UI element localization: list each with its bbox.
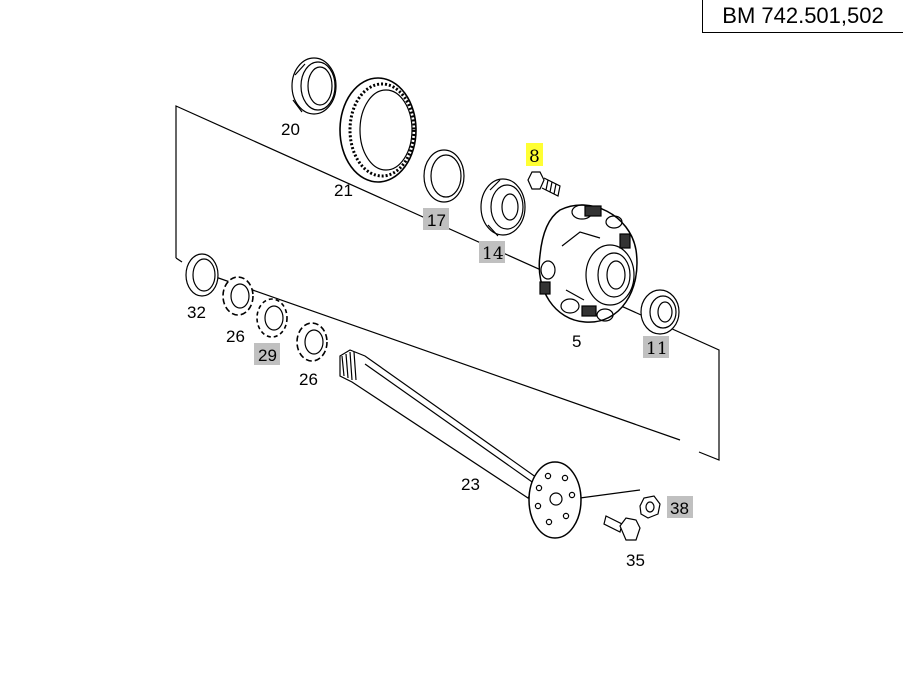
highlight-8 (526, 143, 543, 166)
highlight-29 (254, 343, 280, 365)
label-highlights (254, 143, 693, 518)
label-26-lower: 26 (299, 370, 318, 389)
assembly-frame-line (175, 105, 720, 461)
label-23: 23 (461, 475, 480, 494)
label-32: 32 (187, 303, 206, 322)
label-17: 17 (427, 211, 446, 230)
part-35-bolt[interactable] (603, 515, 641, 541)
part-26-lock-washer-second[interactable] (296, 322, 328, 362)
label-21: 21 (334, 181, 353, 200)
diagram-title: BM 742.501,502 (702, 0, 903, 33)
label-8: 8 (529, 147, 540, 167)
label-35: 35 (626, 551, 645, 570)
part-32-snap-ring[interactable] (185, 253, 219, 297)
part-23-output-shaft[interactable] (339, 349, 582, 539)
label-5: 5 (572, 332, 581, 351)
part-14-ball-bearing[interactable] (480, 178, 526, 237)
highlight-11 (643, 336, 669, 358)
label-11: 11 (646, 339, 668, 359)
part-20-bearing-race[interactable] (291, 57, 337, 115)
label-20: 20 (281, 120, 300, 139)
label-29: 29 (258, 346, 277, 365)
axis-line (579, 489, 641, 499)
part-21-roller-bearing[interactable] (339, 77, 417, 183)
highlight-17 (423, 208, 449, 230)
label-26-upper: 26 (226, 327, 245, 346)
assembly-frame-line (175, 257, 183, 263)
axis-line (189, 267, 681, 441)
highlight-14 (479, 241, 505, 263)
part-29-toothed-washer[interactable] (256, 298, 288, 338)
part-17-ring[interactable] (423, 149, 465, 203)
part-labels: 20 21 17 14 8 5 11 32 26 29 26 23 38 35 (187, 120, 689, 570)
highlight-38 (667, 496, 693, 518)
part-11-small-bearing[interactable] (640, 289, 680, 335)
label-14: 14 (482, 244, 504, 264)
part-38-nut[interactable] (639, 495, 661, 519)
part-8-bolt[interactable] (527, 171, 561, 197)
part-5-differential-housing[interactable] (538, 204, 638, 323)
part-26-lock-washer[interactable] (222, 276, 254, 316)
label-38: 38 (670, 499, 689, 518)
